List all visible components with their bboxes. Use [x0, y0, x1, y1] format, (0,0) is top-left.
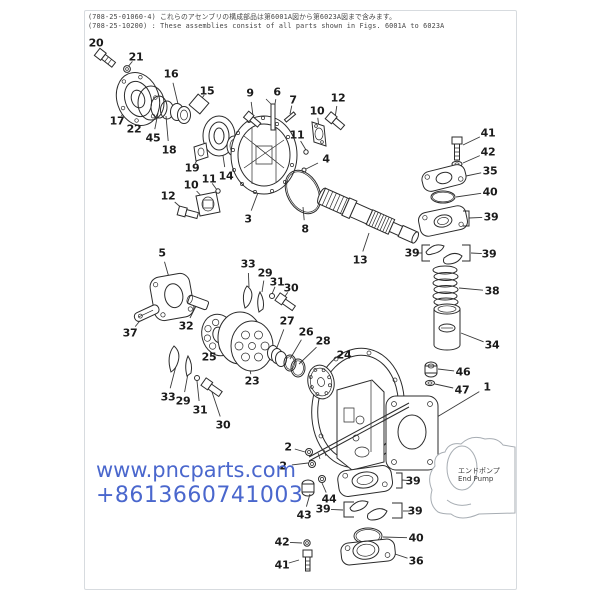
- part-30-bolt-upper: [275, 293, 297, 312]
- part-15-block: [189, 94, 209, 114]
- part-34-piston: [434, 304, 460, 350]
- header-line-2: (708-25-10200) : These assemblies consis…: [88, 21, 445, 30]
- part-8-oring: [278, 164, 328, 220]
- part-45-ring: [151, 96, 167, 118]
- header-line-1: (708-25-01060-4) これらのアセンブリの構成部品は第6001A図か…: [88, 13, 397, 21]
- part-12-bolt-right: [325, 112, 345, 131]
- part-36-cover-bottom: [340, 538, 396, 566]
- part-31-pin-upper: [270, 294, 275, 299]
- end-pump-ghost-outline: [430, 437, 515, 518]
- part-35-cover: [420, 163, 468, 193]
- part-29-strip-lower: [186, 356, 192, 376]
- part-26-ring: [284, 355, 296, 371]
- part-31-pin-lower: [195, 376, 200, 381]
- part-30-bolt-lower: [201, 378, 223, 397]
- part-22-snap-ring: [138, 86, 164, 120]
- part-11-pin-right: [304, 150, 308, 154]
- part-47-washer: [426, 380, 435, 385]
- part-12-bolt-left: [177, 206, 199, 220]
- end-pump-caption: エンドポンプ End Pump: [458, 467, 515, 483]
- watermark: www.pncparts.com +8613660741003: [96, 457, 304, 509]
- part-43-plug: [302, 480, 314, 496]
- watermark-site: www.pncparts.com: [96, 458, 296, 482]
- part-9-bolt: [244, 111, 262, 128]
- bracket-39-top: [463, 211, 469, 226]
- part-2-pins: [306, 449, 316, 468]
- part-39-cam-clips-bottom: [344, 501, 402, 520]
- diagram-header: (708-25-01060-4) これらのアセンブリの構成部品は第6001A図か…: [88, 13, 508, 30]
- part-32-pin: [186, 294, 209, 310]
- part-44-washer: [319, 476, 326, 483]
- part-40-oring-top: [431, 191, 455, 203]
- part-6-strip: [266, 99, 275, 130]
- part-28-ring: [291, 359, 305, 377]
- part-7-pin: [284, 112, 295, 122]
- page-border: [84, 10, 517, 590]
- part-46-plug: [425, 362, 437, 377]
- part-24-valve-plate: [305, 363, 338, 402]
- end-pump-caption-en: End Pump: [458, 475, 494, 483]
- part-29-strip-upper: [258, 292, 264, 312]
- part-11-pin-left: [216, 189, 220, 193]
- part-21-washer: [124, 66, 131, 73]
- part-39-plate-top: [417, 204, 469, 237]
- part-5-servo-cover: [148, 272, 195, 322]
- part-41-bolt-bottom: [303, 550, 312, 571]
- part-23-cylinder-block: [218, 312, 273, 371]
- watermark-phone: +8613660741003: [96, 483, 304, 508]
- part-38-spring: [433, 266, 458, 306]
- part-42-washer-bottom: [304, 540, 310, 546]
- part-39-plate-bottom: [337, 464, 394, 497]
- part-13-drive-shaft: [315, 186, 421, 247]
- part-41-bolt-top: [452, 137, 462, 160]
- part-16-collar: [171, 104, 191, 124]
- part-33-clip-lower: [169, 346, 179, 372]
- part-33-clip-upper: [243, 286, 252, 308]
- part-37-lever: [133, 304, 160, 323]
- end-pump-caption-jp: エンドポンプ: [458, 467, 500, 475]
- part-19-plate: [194, 143, 208, 161]
- part-1-main-housing: [304, 342, 438, 474]
- bracket-39-bottom-plate: [396, 473, 402, 488]
- part-10-bracket-left: [196, 192, 220, 216]
- part-39-cam-clips: [422, 245, 470, 264]
- part-10-bracket-right: [312, 122, 326, 146]
- part-20-bolt: [94, 48, 116, 68]
